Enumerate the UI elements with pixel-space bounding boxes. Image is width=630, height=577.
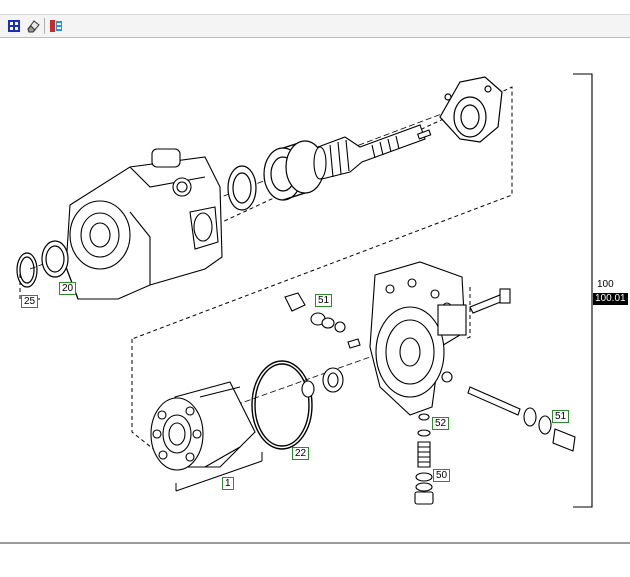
callout-51-right[interactable]: 51	[552, 410, 570, 423]
toolbar-separator	[44, 18, 45, 34]
callout-52[interactable]: 52	[432, 417, 450, 430]
callout-50[interactable]: 50	[433, 469, 451, 482]
spacer-ring	[41, 240, 69, 278]
callout-25[interactable]: 25	[21, 295, 39, 308]
parts-diagram: 25 20 51 22 1 52 50 51 100 100.01	[0, 37, 630, 542]
adjust-screw-upper	[284, 292, 361, 349]
exploded-pump-drawing	[16, 73, 593, 508]
end-flange	[439, 76, 503, 143]
group-number: 100	[597, 279, 614, 290]
toolbar	[0, 14, 630, 38]
group-sub-number[interactable]: 100.01	[593, 293, 628, 305]
adjust-screw-right	[467, 386, 576, 452]
callout-20[interactable]: 20	[59, 282, 77, 295]
pump-housing	[65, 148, 223, 300]
bottom-divider	[0, 542, 630, 544]
eraser-button[interactable]	[25, 18, 41, 34]
callout-51-upper[interactable]: 51	[315, 294, 333, 307]
grid-select-icon	[8, 20, 20, 32]
group-bracket	[175, 452, 263, 492]
rotating-group	[150, 381, 256, 471]
drive-shaft	[313, 124, 432, 180]
valve-stack	[414, 413, 434, 505]
small-bearing	[301, 367, 344, 398]
select-mode-button[interactable]	[6, 18, 22, 34]
callout-22[interactable]: 22	[292, 447, 310, 460]
settings-button[interactable]	[48, 18, 64, 34]
group-bracket-right	[573, 73, 593, 508]
callout-1[interactable]: 1	[222, 477, 234, 490]
shaft-seal	[227, 165, 257, 211]
exploded-view-icon	[50, 20, 62, 32]
eraser-icon	[27, 20, 40, 33]
snap-ring	[16, 252, 38, 288]
o-ring	[251, 360, 313, 450]
mounting-bolt	[469, 288, 511, 314]
port-plate	[369, 261, 467, 416]
